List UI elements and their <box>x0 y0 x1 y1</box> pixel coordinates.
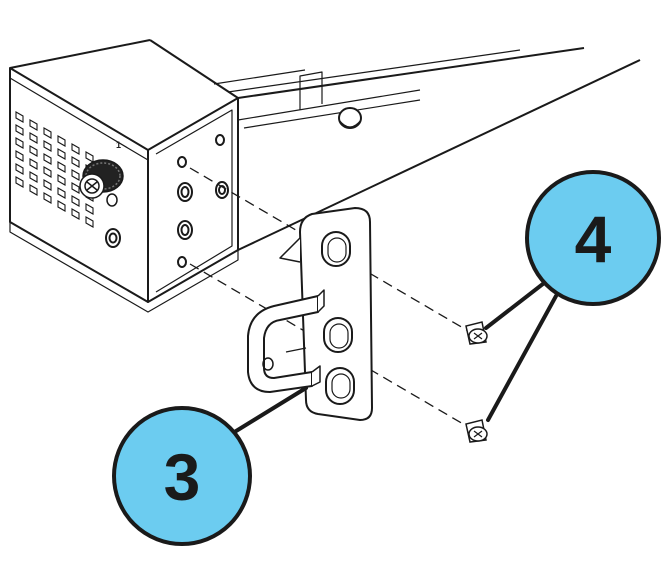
vent-slot <box>15 124 24 136</box>
chassis-hole-1 <box>177 156 187 168</box>
chassis-hole-3 <box>177 220 193 240</box>
chassis-side-rail <box>237 89 421 129</box>
vent-slot <box>71 156 80 168</box>
vent-slot <box>85 203 94 215</box>
vent-slot <box>29 171 38 183</box>
callout-3: 3 <box>112 406 252 546</box>
vent-slot <box>57 148 66 160</box>
chassis-end-cap-inner <box>155 109 233 293</box>
mounting-screws <box>465 321 488 443</box>
leader-lines <box>226 278 558 438</box>
screw-upper <box>465 321 488 345</box>
vent-slot <box>43 192 52 204</box>
thumb-screw <box>79 159 124 207</box>
bracket-handle-hole <box>262 357 274 371</box>
chassis-top-edge-long <box>237 47 585 99</box>
vent-slot <box>15 150 24 162</box>
bracket-handle-detail <box>285 347 307 353</box>
chassis <box>9 39 641 313</box>
vent-slot <box>57 161 66 173</box>
vent-slot <box>57 187 66 199</box>
vent-slot <box>43 127 52 139</box>
chassis-end-cap <box>147 97 239 303</box>
vent-slot <box>71 143 80 155</box>
vent-slot <box>85 216 94 228</box>
vent-slot <box>29 145 38 157</box>
vent-slot <box>43 179 52 191</box>
vent-slot <box>43 140 52 152</box>
vent-slot <box>29 158 38 170</box>
bracket-slot-1-inner <box>327 237 347 263</box>
vent-slot <box>43 166 52 178</box>
chassis-side-button <box>338 107 362 129</box>
chassis-top-edge-rear <box>9 39 151 69</box>
chassis-side-button-base <box>338 119 362 128</box>
chassis-port-label: 1 <box>116 140 121 150</box>
callout-3-circle <box>112 406 252 546</box>
bracket-handle-arm-bottom <box>311 365 321 387</box>
chassis-hole-2 <box>177 182 193 202</box>
callout-4: 4 <box>525 170 661 306</box>
bracket-handle-arm-top <box>317 289 325 313</box>
vent-slot <box>15 176 24 188</box>
chassis-top-inner <box>227 49 521 93</box>
vent-slot <box>71 208 80 220</box>
callout-4-circle <box>525 170 661 306</box>
vent-slot <box>71 169 80 181</box>
chassis-side-detail <box>299 71 323 110</box>
chassis-left-rim <box>9 77 149 161</box>
leader-line-4-lower <box>486 294 558 422</box>
vent-slot <box>29 119 38 131</box>
callout-4-number: 4 <box>575 202 612 276</box>
chassis-hole-3-inner <box>180 224 190 236</box>
chassis-top-inner2 <box>213 69 306 85</box>
chassis-front-hole <box>105 228 121 248</box>
rack-mount-bracket <box>247 207 373 421</box>
bracket-slot-3-inner <box>331 373 351 399</box>
chassis-front-hole-inner <box>108 232 118 244</box>
vent-slot <box>43 153 52 165</box>
vent-slot <box>57 200 66 212</box>
chassis-hole-2-inner <box>180 186 190 198</box>
vent-slot <box>57 174 66 186</box>
chassis-bottom-front <box>9 222 239 313</box>
leader-line-3 <box>226 386 308 438</box>
vent-slot <box>15 137 24 149</box>
bracket-slot-2-inner <box>329 323 349 349</box>
leader-line-4-upper <box>484 278 550 330</box>
vent-slot <box>71 195 80 207</box>
vent-slot <box>15 163 24 175</box>
chassis-hole-6 <box>215 181 229 199</box>
vent-slot <box>57 135 66 147</box>
chassis-hole-4 <box>177 256 187 268</box>
vent-slot <box>71 182 80 194</box>
callout-3-number: 3 <box>164 440 201 514</box>
vent-slot <box>29 132 38 144</box>
vent-slot <box>29 184 38 196</box>
chassis-hole-5 <box>215 134 225 146</box>
bracket-plate-flange <box>279 237 301 263</box>
screw-lower <box>465 419 488 443</box>
vent-slot <box>15 111 24 123</box>
chassis-top-edge <box>149 39 239 99</box>
